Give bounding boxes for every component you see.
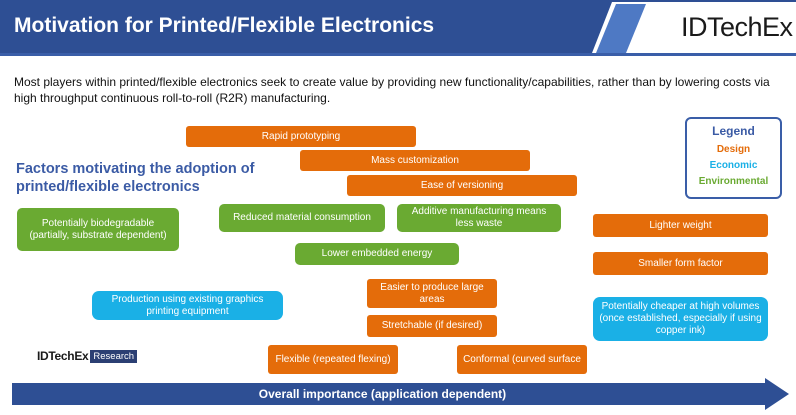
factor-smaller-form: Smaller form factor — [593, 252, 768, 275]
legend-item-economic: Economic — [709, 160, 758, 171]
legend-title: Legend — [712, 124, 755, 138]
research-logo-tag: Research — [90, 349, 138, 363]
factor-biodegradable: Potentially biodegradable (partially, su… — [17, 208, 179, 251]
importance-arrow-label: Overall importance (application dependen… — [258, 387, 507, 401]
research-logo-brand: IDTechEx — [37, 349, 89, 363]
page-title: Motivation for Printed/Flexible Electron… — [14, 14, 435, 37]
legend-box: Legend Design Economic Environmental — [685, 117, 782, 199]
factor-flexible: Flexible (repeated flexing) — [268, 345, 398, 374]
header-banner — [0, 0, 796, 56]
factor-conformal: Conformal (curved surface — [457, 345, 587, 374]
factor-rapid-prototyping: Rapid prototyping — [186, 126, 416, 147]
idtechex-research-logo: IDTechEx Research — [37, 348, 138, 364]
intro-text: Most players within printed/flexible ele… — [14, 75, 770, 105]
idtechex-logo: IDTechEx — [681, 12, 793, 42]
factor-additive-manufacturing: Additive manufacturing means less waste — [397, 204, 561, 232]
factor-ease-of-versioning: Ease of versioning — [347, 175, 577, 196]
factor-lower-energy: Lower embedded energy — [295, 243, 459, 265]
factor-graphics-printing: Production using existing graphics print… — [92, 291, 283, 320]
factor-stretchable: Stretchable (if desired) — [367, 315, 497, 337]
factor-cheaper-high-volumes: Potentially cheaper at high volumes (onc… — [593, 297, 768, 341]
factors-heading: Factors motivating the adoption of print… — [16, 161, 255, 195]
importance-arrow — [12, 378, 789, 410]
factor-mass-customization: Mass customization — [300, 150, 530, 171]
legend-item-environmental: Environmental — [698, 176, 769, 187]
factor-lighter-weight: Lighter weight — [593, 214, 768, 237]
factor-reduced-material: Reduced material consumption — [219, 204, 385, 232]
legend-item-design: Design — [716, 144, 751, 155]
factor-large-areas: Easier to produce large areas — [367, 279, 497, 308]
